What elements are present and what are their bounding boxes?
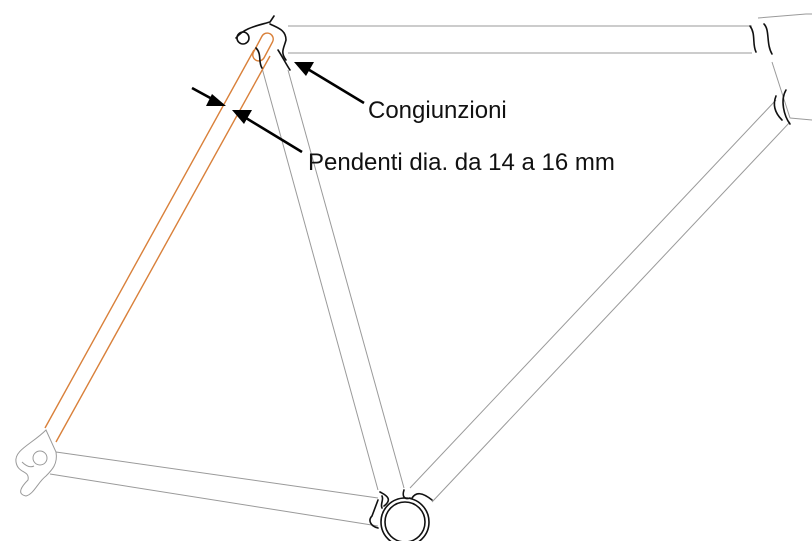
lugs-label: Congiunzioni (368, 97, 507, 124)
seat-stay-cap (252, 32, 274, 62)
bottom-bracket-lugs (369, 489, 433, 529)
dropout (15, 429, 57, 497)
head-tube (757, 13, 812, 121)
top-tube (288, 25, 752, 54)
down-tube (409, 99, 791, 503)
head-lugs (749, 23, 791, 125)
stays-pointer (191, 86, 303, 154)
lugs-pointer (294, 62, 365, 105)
chain-stay (49, 451, 379, 527)
seat-tube (261, 67, 405, 491)
bottom-bracket-shell (380, 497, 430, 541)
stays-label: Pendenti dia. da 14 a 16 mm (308, 149, 615, 176)
seat-stay (44, 32, 274, 443)
seat-lug (235, 15, 291, 71)
bottom-bracket-circle (384, 501, 426, 541)
